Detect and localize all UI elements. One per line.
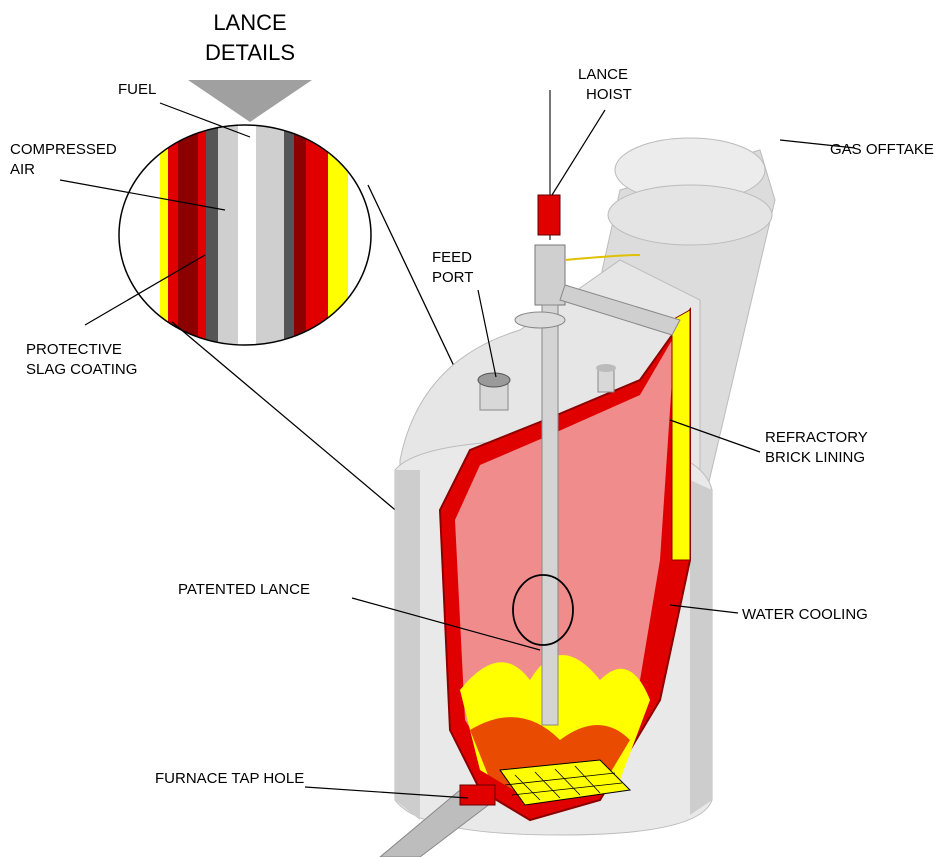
protective-slag-label-1: PROTECTIVE (26, 340, 122, 360)
fuel-label: FUEL (118, 80, 156, 100)
furnace-tap-hole-label: FURNACE TAP HOLE (155, 769, 304, 789)
detail-arrow (188, 80, 312, 122)
lance-details-title-line2: DETAILS (198, 38, 302, 68)
gas-offtake-label: GAS OFFTAKE (830, 140, 934, 160)
lance-hoist-label-2: HOIST (586, 85, 632, 105)
compressed-air-label-1: COMPRESSED (10, 140, 117, 160)
feed-port-label-1: FEED (432, 248, 472, 268)
lance-detail-circle (115, 120, 375, 350)
protective-slag-label-2: SLAG COATING (26, 360, 137, 380)
lance-hoist-label-1: LANCE (578, 65, 628, 85)
water-cooling-label: WATER COOLING (742, 605, 868, 625)
patented-lance-label: PATENTED LANCE (178, 580, 310, 600)
feed-port-label-2: PORT (432, 268, 473, 288)
refractory-label-2: BRICK LINING (765, 448, 865, 468)
refractory-label-1: REFRACTORY (765, 428, 868, 448)
compressed-air-label-2: AIR (10, 160, 35, 180)
lance-details-title-line1: LANCE (205, 8, 295, 38)
